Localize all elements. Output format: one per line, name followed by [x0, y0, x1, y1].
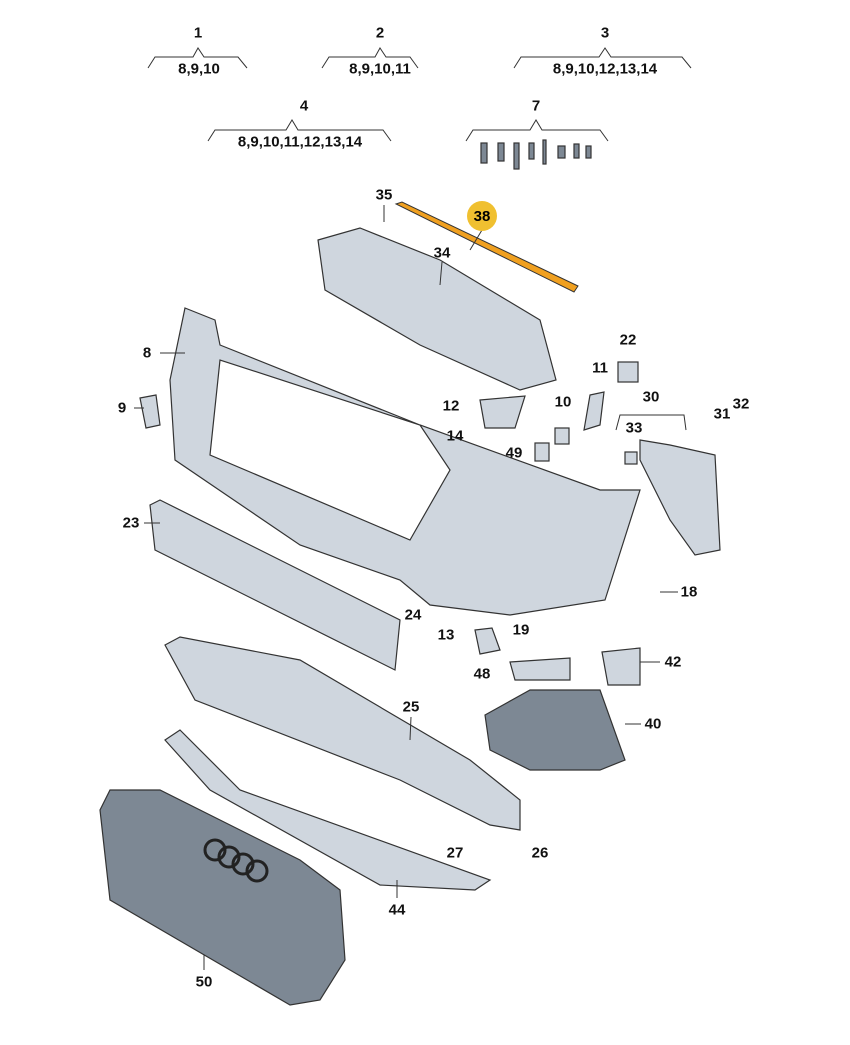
part-23-shape — [149, 499, 401, 671]
part-30-shape — [639, 439, 721, 556]
callout-22[interactable]: 22 — [619, 331, 637, 349]
callout-40[interactable]: 40 — [644, 715, 662, 733]
part-48-shape — [509, 657, 571, 681]
callout-11[interactable]: 11 — [592, 359, 608, 377]
part-8-shape — [169, 307, 641, 616]
callout-14[interactable]: 14 — [446, 427, 464, 445]
bracket-4 — [207, 119, 392, 142]
callout-12[interactable]: 12 — [442, 397, 460, 415]
callout-27[interactable]: 27 — [446, 844, 464, 862]
callout-44[interactable]: 44 — [388, 901, 406, 919]
callout-31[interactable]: 31 — [713, 405, 731, 423]
callout-33[interactable]: 33 — [625, 419, 643, 437]
callout-48[interactable]: 48 — [473, 665, 491, 683]
callout-25[interactable]: 25 — [402, 698, 420, 716]
callout-24[interactable]: 24 — [404, 606, 422, 624]
bracket-7 — [465, 119, 609, 142]
part-33-shape — [624, 451, 638, 465]
callout-30[interactable]: 30 — [642, 388, 660, 406]
callout-13[interactable]: 13 — [437, 626, 455, 644]
bracket-2 — [321, 47, 419, 69]
group-contents-3: 8,9,10,12,13,14 — [552, 60, 658, 78]
callout-34[interactable]: 34 — [433, 244, 451, 262]
part-11-shape — [583, 391, 605, 431]
group-number-1: 1 — [193, 24, 203, 42]
part-34-shape — [317, 227, 557, 391]
group-contents-4: 8,9,10,11,12,13,14 — [237, 133, 363, 151]
group-number-3: 3 — [600, 24, 610, 42]
callout-50[interactable]: 50 — [195, 973, 213, 991]
callout-42[interactable]: 42 — [664, 653, 682, 671]
group-number-2: 2 — [375, 24, 385, 42]
callout-49[interactable]: 49 — [505, 444, 523, 462]
fastener-set-icon — [480, 139, 592, 170]
bracket-1 — [147, 47, 248, 69]
group-number-7: 7 — [531, 97, 541, 115]
audi-rings-logo — [203, 838, 269, 883]
callout-32[interactable]: 32 — [732, 395, 750, 413]
group-number-4: 4 — [299, 97, 309, 115]
callout-18[interactable]: 18 — [680, 583, 698, 601]
part-38-shape — [394, 201, 579, 293]
callout-10[interactable]: 10 — [554, 393, 572, 411]
part-49-shape — [534, 442, 550, 462]
group-contents-1: 8,9,10 — [178, 60, 220, 78]
part-9-shape — [139, 394, 161, 429]
part-10-shape — [554, 427, 570, 445]
part-22-shape — [617, 361, 639, 383]
part-42-shape — [601, 647, 641, 686]
part-44-shape — [164, 729, 492, 891]
bracket-3 — [513, 47, 692, 69]
callout-23[interactable]: 23 — [122, 514, 140, 532]
callout-38-highlighted[interactable]: 38 — [467, 201, 497, 231]
group-contents-2: 8,9,10,11 — [349, 60, 411, 78]
part-25-shape — [164, 636, 521, 831]
part-40-shape — [484, 689, 626, 771]
leader-lines — [134, 205, 687, 970]
callout-26[interactable]: 26 — [531, 844, 549, 862]
part-50-shape — [99, 789, 346, 1006]
callout-19[interactable]: 19 — [512, 621, 530, 639]
callout-8[interactable]: 8 — [142, 344, 152, 362]
part-13-shape — [474, 627, 501, 655]
callout-35[interactable]: 35 — [375, 186, 393, 204]
callout-9[interactable]: 9 — [117, 399, 127, 417]
part-12-shape — [479, 395, 526, 429]
